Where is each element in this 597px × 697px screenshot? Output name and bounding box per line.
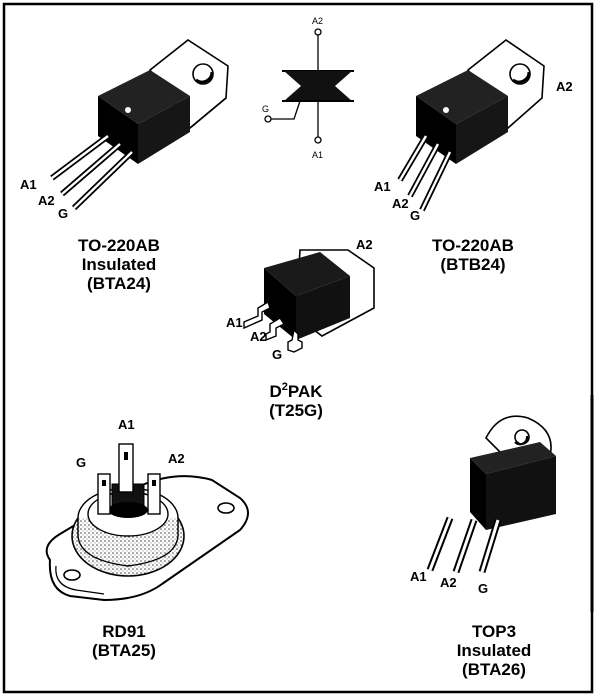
top3-a1-label: A1 — [410, 569, 427, 584]
d2pak-g-label: G — [272, 347, 283, 362]
to220-ins-a1-label: A1 — [20, 177, 37, 192]
top3-caption: TOP3 Insulated (BTA26) — [456, 622, 532, 679]
d2pak-caption: D2PAK (T25G) — [269, 381, 323, 421]
rd91-g-label: G — [76, 455, 87, 470]
top3-g-label: G — [478, 581, 489, 596]
symbol-g-label: G — [262, 104, 270, 114]
to220-tab-label: A2 — [556, 79, 573, 94]
to220-package — [397, 39, 545, 212]
to220-ins-a2-label: A2 — [38, 193, 55, 208]
to220-a1-label: A1 — [374, 179, 391, 194]
to220-ins-g-label: G — [58, 206, 69, 221]
top3-a2-label: A2 — [440, 575, 457, 590]
d2pak-a2-label: A2 — [250, 329, 267, 344]
d2pak-package — [243, 249, 375, 353]
rd91-caption: RD91 (BTA25) — [92, 622, 156, 660]
rd91-a1-label: A1 — [118, 417, 135, 432]
to220-g-label: G — [410, 208, 421, 223]
to220-caption: TO-220AB (BTB24) — [432, 236, 514, 274]
triac-symbol — [264, 28, 354, 144]
rd91-a2-label: A2 — [168, 451, 185, 466]
d2pak-a1-label: A1 — [226, 315, 243, 330]
rd91-package — [45, 443, 249, 602]
symbol-a1-label: A1 — [312, 150, 324, 160]
to220-insulated-caption: TO-220AB Insulated (BTA24) — [78, 236, 160, 293]
d2pak-tab-label: A2 — [356, 237, 373, 252]
top3-package — [426, 415, 556, 574]
to220-insulated-package — [50, 39, 229, 211]
to220-a2-label: A2 — [392, 196, 409, 211]
symbol-a2-label: A2 — [312, 16, 324, 26]
